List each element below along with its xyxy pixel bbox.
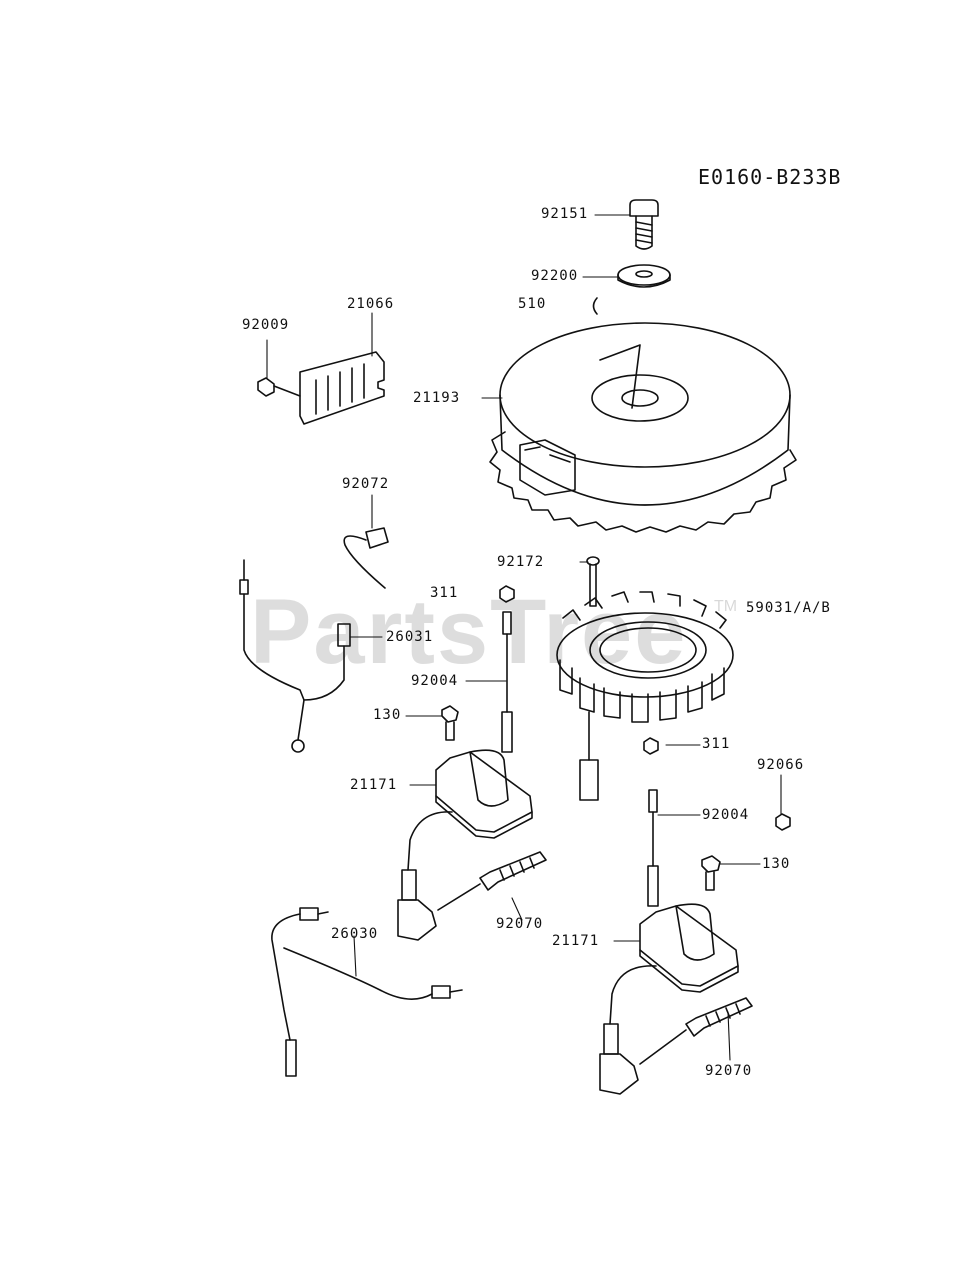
stud-92004-a: [501, 611, 513, 753]
callout-130-a: 130: [373, 707, 402, 723]
drawing-id: E0160-B233B: [698, 165, 842, 189]
callout-21171-b: 21171: [552, 933, 600, 949]
callout-92172: 92172: [497, 554, 545, 570]
spark-plug-92070-a: [437, 851, 547, 911]
watermark-trademark: TM: [714, 598, 738, 615]
stud-92004-b: [647, 789, 659, 907]
callout-92009: 92009: [242, 317, 290, 333]
spark-plug-92070-b: [639, 997, 753, 1065]
callout-21171-a: 21171: [350, 777, 398, 793]
callout-130-b: 130: [762, 856, 791, 872]
screw-92009: [257, 377, 301, 397]
callout-510: 510: [518, 296, 547, 312]
callout-311-b: 311: [702, 736, 731, 752]
callout-311-a: 311: [430, 585, 459, 601]
stator-59031: [556, 591, 734, 801]
callout-92151: 92151: [541, 206, 589, 222]
flywheel-21193: [489, 322, 797, 533]
wire-clip-92072: [343, 527, 389, 589]
callout-92200: 92200: [531, 268, 579, 284]
callout-92070-a: 92070: [496, 916, 544, 932]
leader-lines: [266, 214, 782, 1061]
watermark: PartsTree: [250, 581, 688, 683]
callout-92070-b: 92070: [705, 1063, 753, 1079]
nut-311-a: [499, 585, 515, 603]
callout-92004-b: 92004: [702, 807, 750, 823]
ignition-coil-21171-a: [397, 749, 533, 941]
nut-311-b: [643, 737, 659, 755]
lead-wire-26030: [271, 907, 463, 1077]
callout-21066: 21066: [347, 296, 395, 312]
screw-92172: [586, 556, 600, 607]
washer-92200: [617, 264, 671, 288]
lead-wire-26031: [239, 559, 351, 753]
regulator-21066: [299, 351, 385, 425]
callout-92004-a: 92004: [411, 673, 459, 689]
nut-92066: [775, 813, 791, 831]
key-510: [592, 297, 598, 315]
callout-92066: 92066: [757, 757, 805, 773]
callout-92072: 92072: [342, 476, 390, 492]
bolt-130-b: [701, 855, 721, 891]
bolt-130-a: [441, 705, 459, 741]
callout-26031: 26031: [386, 629, 434, 645]
callout-26030: 26030: [331, 926, 379, 942]
callout-59031: 59031/A/B: [746, 600, 831, 616]
callout-21193: 21193: [413, 390, 461, 406]
ignition-coil-21171-b: [599, 903, 739, 1095]
bolt-92151: [629, 199, 659, 250]
